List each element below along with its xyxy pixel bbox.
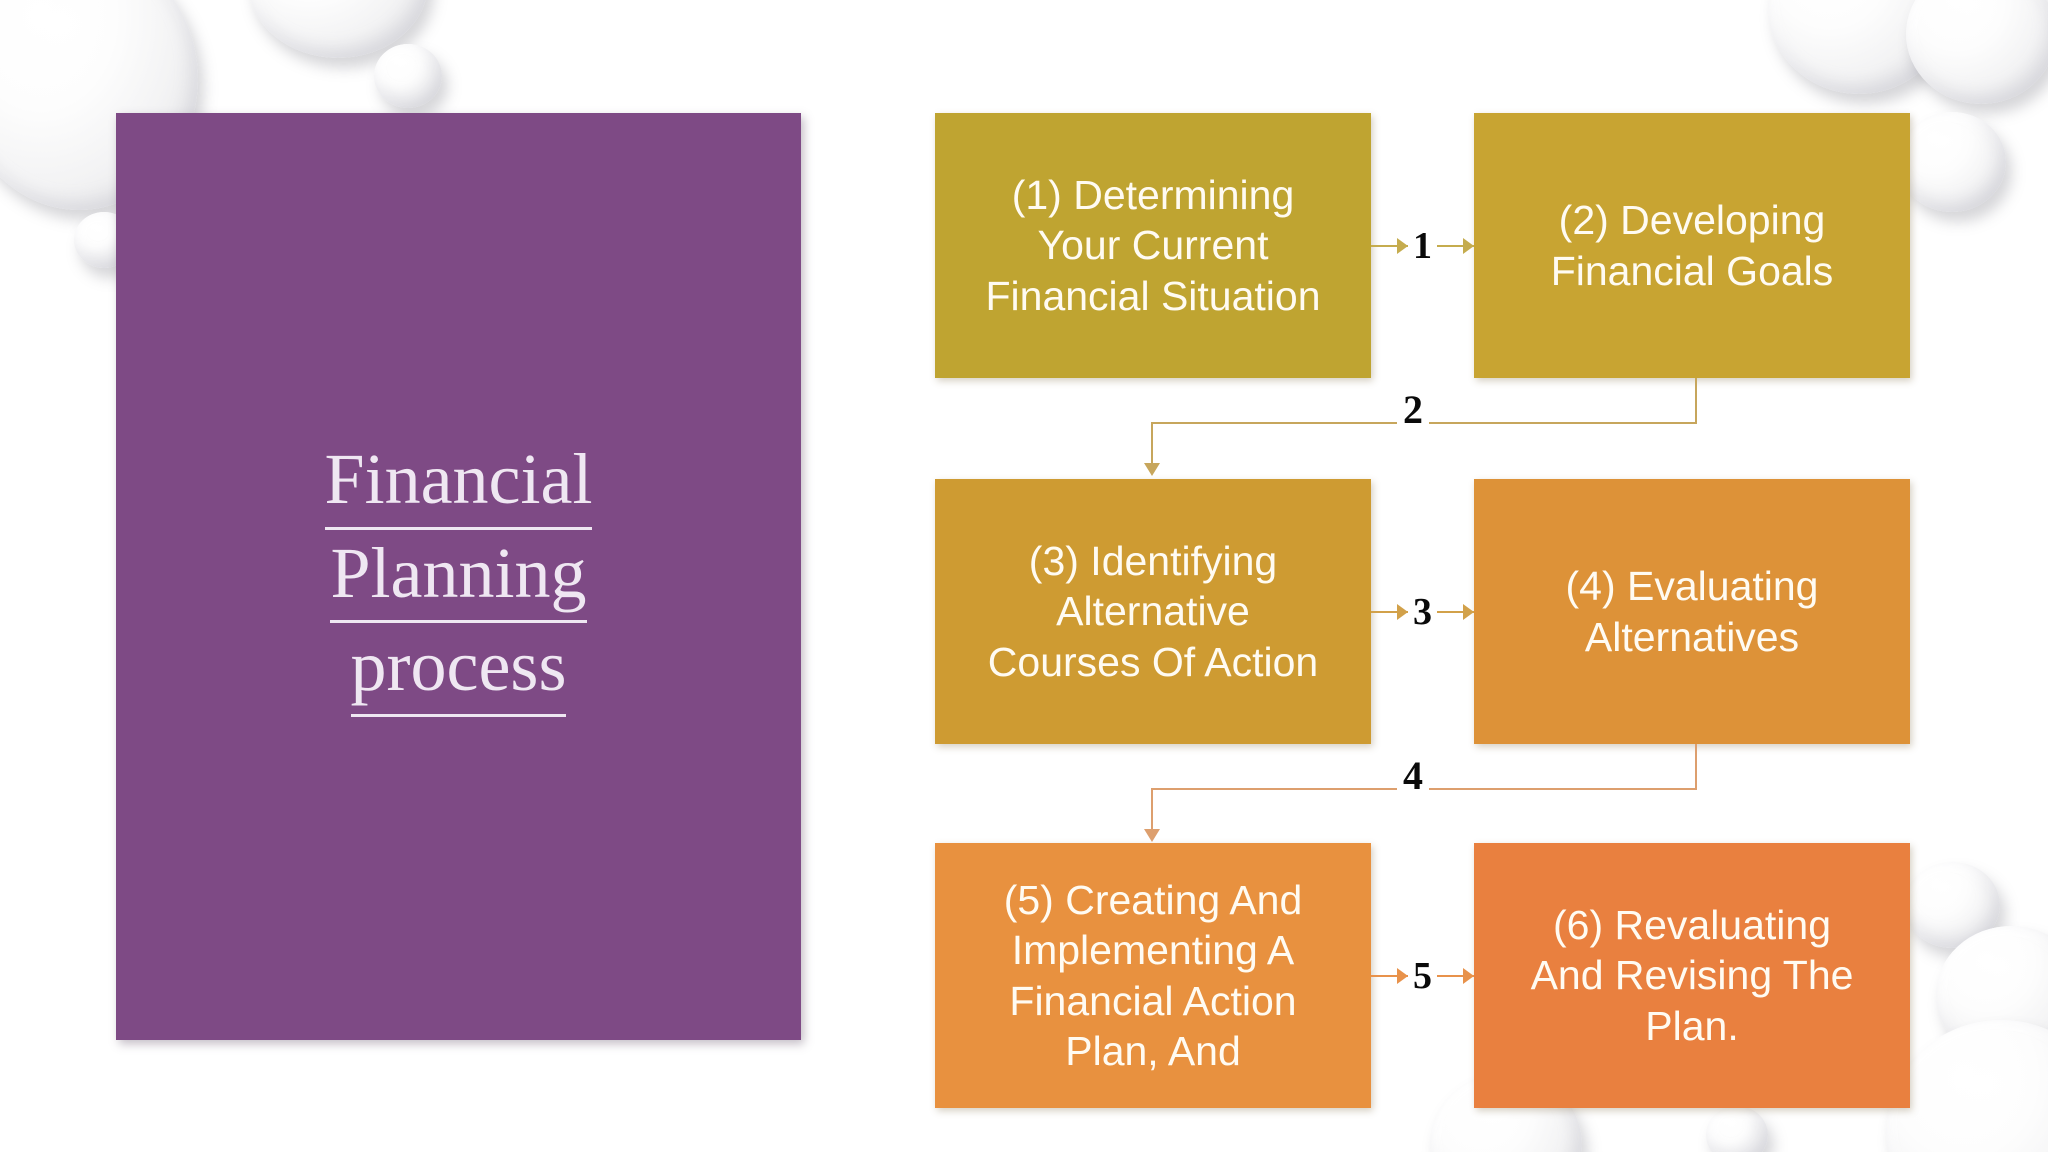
flow-step-3-line-2: Alternative (1056, 588, 1250, 635)
arrow-right-icon (1371, 238, 1408, 254)
bubble-decoration-icon (1706, 1106, 1768, 1152)
arrow-down-icon (1144, 463, 1160, 476)
connector-4-segment-vertical-right (1695, 744, 1697, 790)
flow-step-3-text: (3) Identifying Alternative Courses Of A… (988, 536, 1318, 687)
flow-step-2-text: (2) Developing Financial Goals (1551, 195, 1834, 296)
flow-step-3[interactable]: (3) Identifying Alternative Courses Of A… (935, 479, 1371, 744)
flow-step-6-text: (6) Revaluating And Revising The Plan. (1531, 900, 1854, 1051)
flow-step-6-line-1: (6) Revaluating (1552, 901, 1832, 948)
bubble-decoration-icon (1906, 0, 2048, 104)
title-line-2: Planning (330, 530, 587, 624)
flow-step-5-line-2: Implementing A (1011, 927, 1295, 974)
bubble-decoration-icon (374, 44, 442, 108)
flow-step-1-line-2: Your Current (1037, 222, 1269, 269)
flow-step-1-text: (1) Determining Your Current Financial S… (985, 170, 1320, 321)
flow-step-5-line-3: Financial Action (1009, 977, 1297, 1024)
bubble-decoration-icon (1904, 862, 2000, 948)
bubble-decoration-icon (0, 0, 198, 210)
bubble-decoration-icon (1898, 112, 2006, 212)
arrow-right-icon (1437, 604, 1474, 620)
arrow-right-icon (1371, 968, 1408, 984)
flow-step-6-line-2: And Revising The (1530, 952, 1854, 999)
connector-3-label: 3 (1413, 591, 1432, 633)
flow-step-4[interactable]: (4) Evaluating Alternatives (1474, 479, 1910, 744)
title-line-1: Financial (324, 436, 593, 530)
flow-step-3-line-1: (3) Identifying (1028, 537, 1278, 584)
flow-step-1[interactable]: (1) Determining Your Current Financial S… (935, 113, 1371, 378)
connector-4: 4 (1144, 744, 1697, 846)
flow-step-4-line-1: (4) Evaluating (1565, 563, 1819, 610)
bubble-decoration-icon (1886, 1020, 2048, 1152)
arrow-right-icon (1371, 604, 1408, 620)
flow-step-5-line-1: (5) Creating And (1003, 876, 1303, 923)
arrow-right-icon (1437, 238, 1474, 254)
connector-5: 5 (1371, 946, 1474, 1006)
connector-2-label: 2 (1397, 390, 1429, 430)
connector-3: 3 (1371, 582, 1474, 642)
flow-step-2[interactable]: (2) Developing Financial Goals (1474, 113, 1910, 378)
arrow-right-icon (1437, 968, 1474, 984)
flow-step-1-line-3: Financial Situation (985, 272, 1321, 319)
title-panel: Financial Planning process (116, 113, 801, 1040)
arrow-down-icon (1144, 829, 1160, 842)
flow-step-3-line-3: Courses Of Action (987, 638, 1319, 685)
flow-step-1-line-1: (1) Determining (1011, 171, 1295, 218)
flow-step-2-line-1: (2) Developing (1558, 197, 1826, 244)
flow-step-4-text: (4) Evaluating Alternatives (1566, 561, 1819, 662)
flow-step-5-line-4: Plan, And (1065, 1027, 1241, 1074)
flow-step-6-line-3: Plan. (1645, 1002, 1739, 1049)
connector-1-label: 1 (1413, 225, 1432, 267)
title-line-3: process (350, 623, 567, 718)
flow-step-4-line-2: Alternatives (1584, 613, 1800, 660)
connector-2: 2 (1144, 378, 1697, 480)
connector-5-label: 5 (1413, 955, 1432, 997)
flow-step-5-text: (5) Creating And Implementing A Financia… (1004, 875, 1303, 1077)
flow-step-6[interactable]: (6) Revaluating And Revising The Plan. (1474, 843, 1910, 1108)
flow-step-5[interactable]: (5) Creating And Implementing A Financia… (935, 843, 1371, 1108)
connector-4-label: 4 (1397, 756, 1429, 796)
connector-2-segment-vertical-right (1695, 378, 1697, 424)
connector-1: 1 (1371, 216, 1474, 276)
flow-step-2-line-2: Financial Goals (1550, 247, 1834, 294)
connector-2-segment-vertical-left (1151, 422, 1153, 465)
page-title: Financial Planning process (309, 436, 609, 718)
connector-4-segment-vertical-left (1151, 788, 1153, 831)
